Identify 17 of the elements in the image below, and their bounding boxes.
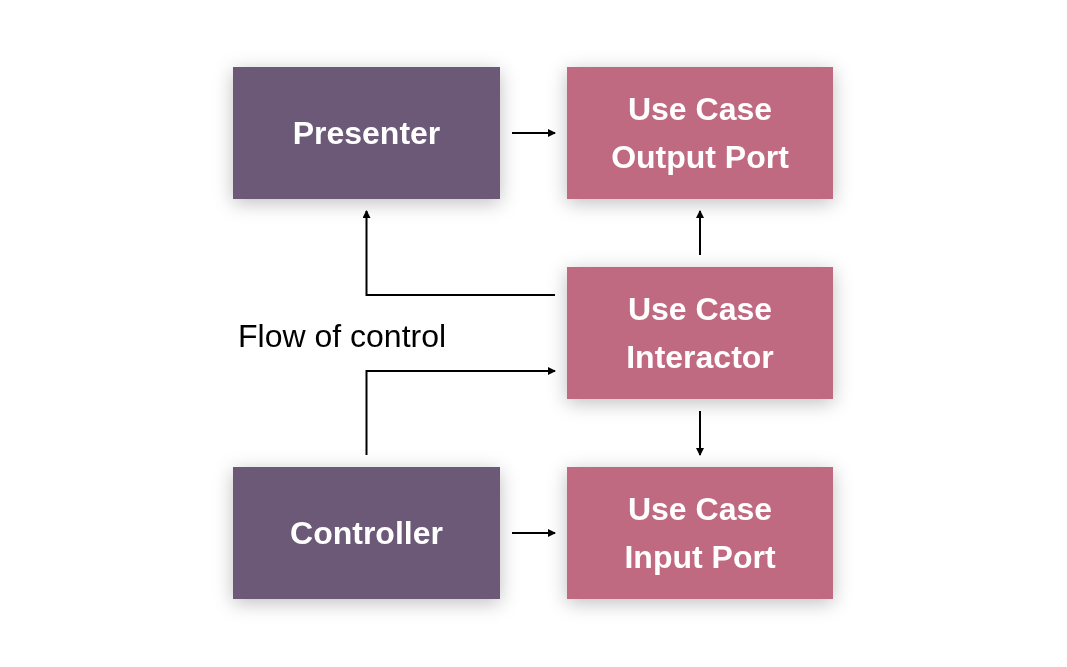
box-label: Use Case Interactor: [625, 290, 775, 377]
box-label: Controller: [289, 514, 444, 553]
arrow: [511, 129, 556, 137]
process-box: [567, 67, 833, 199]
arrow: [696, 210, 704, 256]
arrow: [511, 529, 556, 537]
process-box: [233, 467, 500, 599]
arrow: [365, 367, 556, 456]
box-label: Presenter: [291, 114, 442, 153]
arrow: [362, 210, 556, 296]
box-label: Use Case Output Port: [610, 90, 790, 177]
process-box: [233, 67, 500, 199]
process-box: [567, 267, 833, 399]
box-label: Use Case Input Port: [623, 490, 777, 577]
arrow: [696, 410, 704, 456]
flow-label: Flow of control: [238, 317, 447, 356]
process-box: [567, 467, 833, 599]
